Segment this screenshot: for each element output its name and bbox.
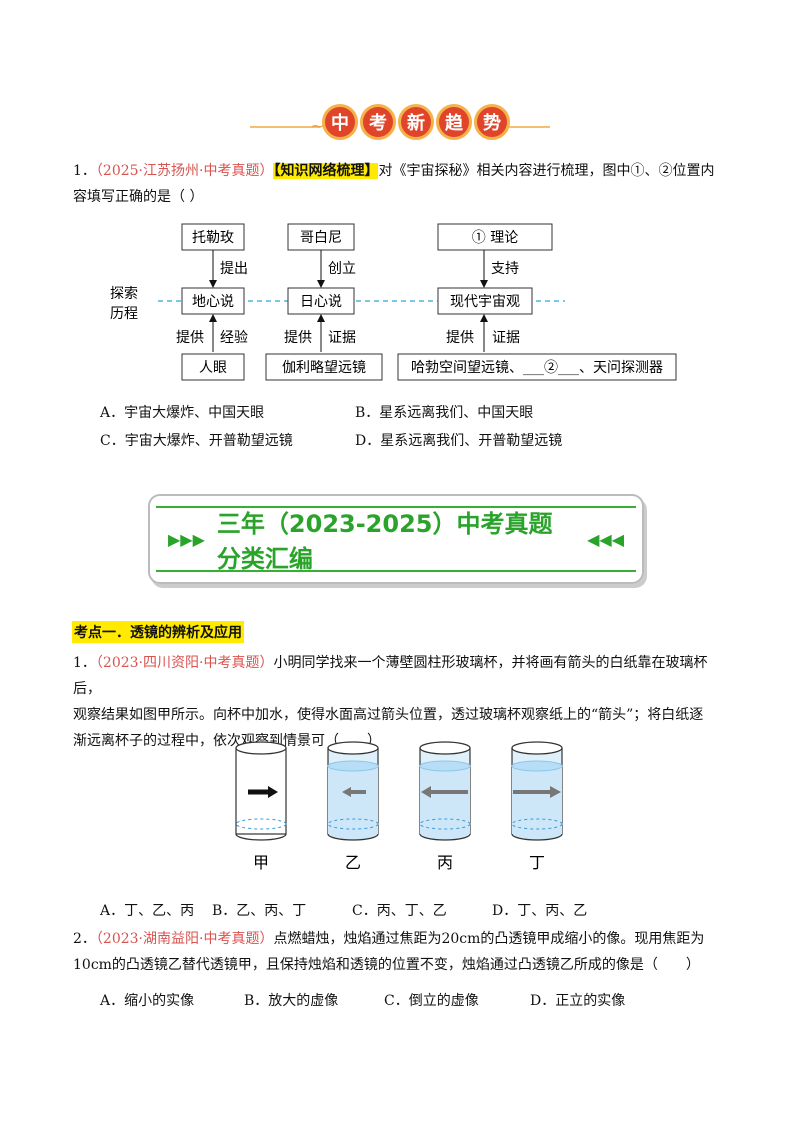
option-d[interactable]: D．正立的实像: [530, 993, 626, 1009]
box-galileo-telescope: [265, 353, 383, 381]
arrow-label: 提供: [176, 330, 204, 346]
box-modern-cosmology: [437, 287, 533, 315]
question-tag: 【知识网络梳理】: [273, 163, 379, 179]
box-text: 伽利略望远镜: [282, 360, 366, 376]
question-text: 对《宇宙探秘》相关内容进行梳理，图中①、②位置内: [378, 163, 715, 179]
question-text: 小明同学找来一个薄壁圆柱形玻璃杯，并将画有箭头的白纸靠在玻璃杯后，: [73, 655, 708, 697]
arrow-label: 提供: [284, 330, 312, 346]
trend-banner: ~ ~ 中 考 新 趋 势: [250, 104, 550, 144]
question-source: （2023·湖南益阳·中考真题）: [95, 931, 274, 947]
option-c[interactable]: C．倒立的虚像: [384, 993, 479, 1009]
option-a[interactable]: A．丁、乙、丙: [100, 903, 195, 919]
arrow-label: 创立: [328, 261, 356, 277]
box-text: 托勒玫: [192, 230, 234, 246]
box-text: 现代宇宙观: [450, 294, 520, 310]
options-row: A．缩小的实像 B．放大的虚像 C．倒立的虚像 D．正立的实像: [100, 990, 670, 1010]
option-b[interactable]: B．乙、丙、丁: [212, 903, 307, 919]
section-banner-inner: ▶▶▶ 三年（2023-2025）中考真题分类汇编 ◀◀◀: [156, 506, 636, 573]
arrows-right-icon: ▶▶▶: [168, 529, 205, 549]
banner-title: 中 考 新 趋 势: [322, 104, 510, 140]
side-label: 历程: [110, 306, 138, 322]
question-text: 10cm的凸透镜乙替代透镜甲，且保持烛焰和透镜的位置不变，烛焰通过凸透镜乙所成的…: [73, 957, 700, 973]
question-number: 1．: [73, 163, 96, 179]
banner-char: 中: [322, 104, 358, 140]
question-number: 2．: [73, 931, 96, 947]
question-source: （2025·江苏扬州·中考真题）: [95, 163, 274, 179]
cup-bing: [419, 741, 471, 841]
arrow-label: 提供: [446, 330, 474, 346]
cup-label: 丙: [437, 853, 453, 872]
option-b[interactable]: B．放大的虚像: [244, 993, 339, 1009]
arrow-label: 提出: [220, 261, 248, 277]
cup-label: 丁: [529, 853, 545, 872]
option-c[interactable]: C．宇宙大爆炸、开普勒望远镜: [100, 433, 293, 449]
banner-char: 考: [360, 104, 396, 140]
side-label: 探索: [110, 285, 138, 302]
glass-cups-figure: 甲 乙 丙 丁: [235, 741, 563, 872]
option-a[interactable]: A．缩小的实像: [100, 993, 195, 1009]
option-b[interactable]: B．星系远离我们、中国天眼: [355, 405, 534, 421]
cup-jia: [235, 741, 287, 841]
question-convex-lens: 2．（2023·湖南益阳·中考真题）点燃蜡烛，烛焰通过焦距为20cm的凸透镜甲成…: [73, 926, 733, 978]
banner-char: 势: [474, 104, 510, 140]
options-row: C．宇宙大爆炸、开普勒望远镜 D．星系远离我们、开普勒望远镜: [100, 430, 610, 450]
box-human-eye: [181, 353, 245, 381]
question-text: 观察结果如图甲所示。向杯中加水，使得水面高过箭头位置，透过玻璃杯观察纸上的“箭头…: [73, 707, 704, 723]
arrow-label: 支持: [491, 261, 519, 277]
topic-heading: 考点一．透镜的辨析及应用: [72, 621, 244, 643]
cup-label: 乙: [345, 853, 361, 872]
question-lens: 1．（2023·四川资阳·中考真题）小明同学找来一个薄壁圆柱形玻璃杯，并将画有箭…: [73, 650, 733, 754]
options-row: A．宇宙大爆炸、中国天眼 B．星系远离我们、中国天眼: [100, 402, 610, 422]
option-c[interactable]: C．丙、丁、乙: [352, 903, 447, 919]
swirl-icon: ~: [310, 116, 326, 137]
cup-yi: [327, 741, 379, 841]
question-text: 渐远离杯子的过程中，依次观察到情景可（ ）: [73, 733, 381, 749]
option-d[interactable]: D．星系远离我们、开普勒望远镜: [355, 433, 563, 449]
banner-char: 新: [398, 104, 434, 140]
option-d[interactable]: D．丁、丙、乙: [492, 903, 588, 919]
box-text: 日心说: [300, 294, 342, 310]
banner-left-line: [250, 126, 320, 128]
question-text: 容填写正确的是（ ）: [73, 189, 204, 205]
box-text: 地心说: [192, 294, 234, 310]
option-a[interactable]: A．宇宙大爆炸、中国天眼: [100, 405, 265, 421]
question-source: （2023·四川资阳·中考真题）: [95, 655, 274, 671]
banner-right-line: [480, 126, 550, 128]
box-text: 哥白尼: [300, 230, 342, 246]
box-theory-blank: [437, 223, 553, 251]
box-ptolemy: [181, 223, 245, 251]
arrow-label: 证据: [492, 330, 520, 346]
question-number: 1．: [73, 655, 96, 671]
box-text: ① 理论: [472, 230, 518, 246]
banner-char: 趋: [436, 104, 472, 140]
arrows-left-icon: ◀◀◀: [587, 529, 624, 549]
arrow-label: 证据: [328, 330, 356, 346]
universe-exploration-diagram: 探索 历程 托勒玫 提出 地心说 提供 经验 人眼 哥白尼 创立 日心说 提供 …: [110, 223, 677, 381]
section-title: 三年（2023-2025）中考真题分类汇编: [216, 510, 553, 573]
box-observation-tools: [397, 353, 677, 381]
box-copernicus: [287, 223, 355, 251]
cup-ding: [511, 741, 563, 841]
question-text: 点燃蜡烛，烛焰通过焦距为20cm的凸透镜甲成缩小的像。现用焦距为: [273, 931, 705, 947]
arrow-label: 经验: [220, 330, 248, 346]
options-row: A．丁、乙、丙 B．乙、丙、丁 C．丙、丁、乙 D．丁、丙、乙: [100, 900, 632, 920]
question-1: 1．（2025·江苏扬州·中考真题）【知识网络梳理】对《宇宙探秘》相关内容进行梳…: [73, 158, 733, 210]
section-banner: ▶▶▶ 三年（2023-2025）中考真题分类汇编 ◀◀◀: [148, 494, 644, 584]
box-text: 哈勃空间望远镜、___②___、天问探测器: [411, 360, 663, 376]
cup-label: 甲: [253, 853, 269, 872]
box-text: 人眼: [199, 360, 227, 376]
